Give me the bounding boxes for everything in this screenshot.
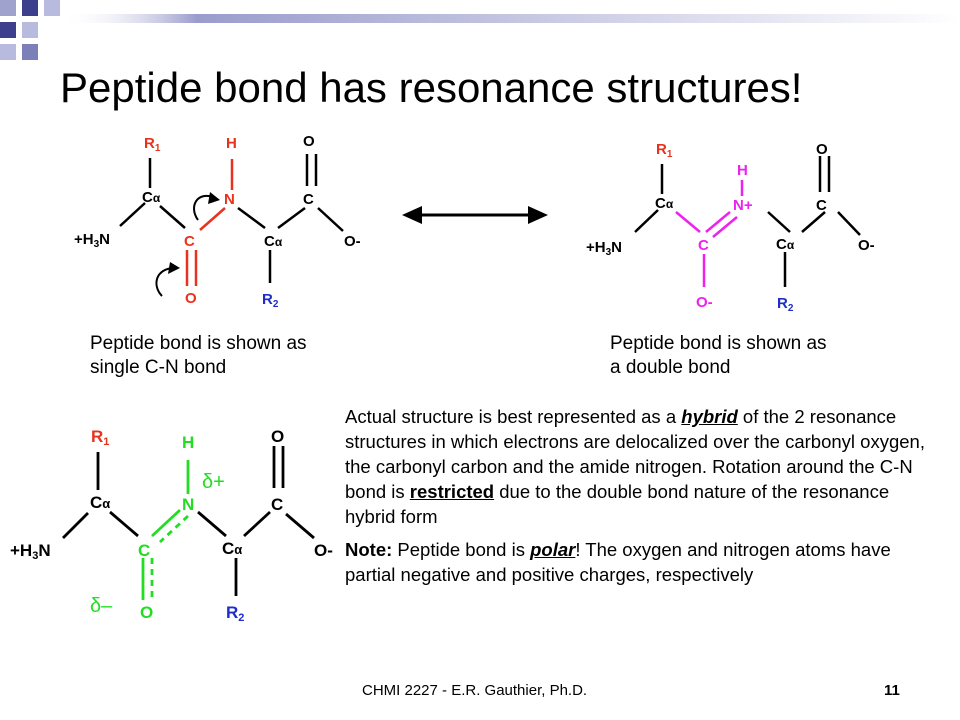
structure-double-bond: R1 H O Cα N+ C +H3N C Cα O- O- R2 (586, 141, 875, 314)
label-r1: R1 (144, 135, 161, 154)
label-r2-b: R2 (777, 295, 794, 314)
label-h: H (226, 135, 237, 152)
label-n-c: N (182, 495, 194, 514)
label-h3n-b: +H3N (586, 239, 622, 258)
label-o-bottom: O (185, 290, 197, 307)
label-r1-c: R1 (91, 427, 109, 448)
hybrid-paragraph: Actual structure is best represented as … (345, 404, 940, 529)
label-h-b: H (737, 162, 748, 179)
label-r2-c: R2 (226, 603, 244, 624)
caption-double-line-1: Peptide bond is shown as (610, 333, 827, 354)
label-c-right-b: C (816, 197, 827, 214)
caption-single-line-2: single C-N bond (90, 357, 227, 378)
label-c-carbonyl: C (184, 233, 195, 250)
note-part-2: ! The oxygen and nitrogen atoms have par… (345, 539, 891, 585)
label-c-right-c: C (271, 495, 283, 514)
label-o-minus-b: O- (858, 237, 875, 254)
label-o-top-c: O (271, 427, 284, 446)
label-r2: R2 (262, 291, 279, 310)
resonance-arrow (402, 206, 548, 224)
label-c-carbonyl-c: C (138, 541, 150, 560)
label-o-bottom-c: O (140, 603, 153, 622)
decorative-bar (62, 14, 960, 23)
label-nplus: N+ (733, 197, 753, 214)
label-h3n: +H3N (74, 231, 110, 250)
label-calpha-2-b: Cα (776, 236, 795, 253)
label-calpha-2-c: Cα (222, 539, 242, 558)
polar-emphasis: polar (530, 539, 576, 560)
delta-plus: δ+ (202, 471, 225, 493)
label-calpha-b: Cα (655, 195, 674, 212)
paragraph-part-3: due to the double bond nature of the res… (345, 481, 890, 527)
structure-single-bond: R1 H O Cα N C +H3N C Cα O- O R2 (74, 133, 361, 310)
delta-minus: δ– (90, 595, 113, 617)
caption-single-line-1: Peptide bond is shown as (90, 333, 307, 354)
label-n: N (224, 191, 235, 208)
corner-decoration (0, 0, 960, 60)
page-number: 11 (884, 682, 900, 699)
label-ominus-bottom: O- (696, 294, 713, 311)
label-r1-b: R1 (656, 141, 673, 160)
label-calpha-c: Cα (90, 493, 110, 512)
label-o-minus-c: O- (314, 541, 333, 560)
label-c-right: C (303, 191, 314, 208)
note-label: Note: (345, 539, 393, 560)
label-o-top: O (303, 133, 315, 150)
structure-resonance-hybrid: R1 H O δ+ Cα N C +H3N C Cα O- δ– O R2 (10, 427, 333, 624)
label-h-c: H (182, 433, 194, 452)
label-c-carbonyl-b: C (698, 237, 709, 254)
hybrid-emphasis: hybrid (681, 406, 738, 427)
paragraph-part-2: of the 2 resonance structures in which e… (345, 406, 925, 502)
label-o-minus: O- (344, 233, 361, 250)
caption-single-bond: Peptide bond is shown as single C-N bond (90, 332, 307, 380)
restricted-emphasis: restricted (409, 481, 495, 502)
label-calpha: Cα (142, 189, 161, 206)
footer-author: CHMI 2227 - E.R. Gauthier, Ph.D. (362, 682, 588, 699)
label-calpha-2: Cα (264, 233, 283, 250)
caption-double-bond: Peptide bond is shown as a double bond (610, 332, 827, 380)
note-part-1: Peptide bond is (392, 539, 531, 560)
explanation-text: Actual structure is best represented as … (345, 404, 940, 587)
caption-double-line-2: a double bond (610, 357, 731, 378)
note-paragraph: Note: Peptide bond is polar! The oxygen … (345, 537, 940, 587)
label-h3n-c: +H3N (10, 541, 51, 562)
paragraph-part-1: Actual structure is best represented as … (345, 406, 682, 427)
slide-title: Peptide bond has resonance structures! (60, 64, 803, 111)
label-o-top-b: O (816, 141, 828, 158)
